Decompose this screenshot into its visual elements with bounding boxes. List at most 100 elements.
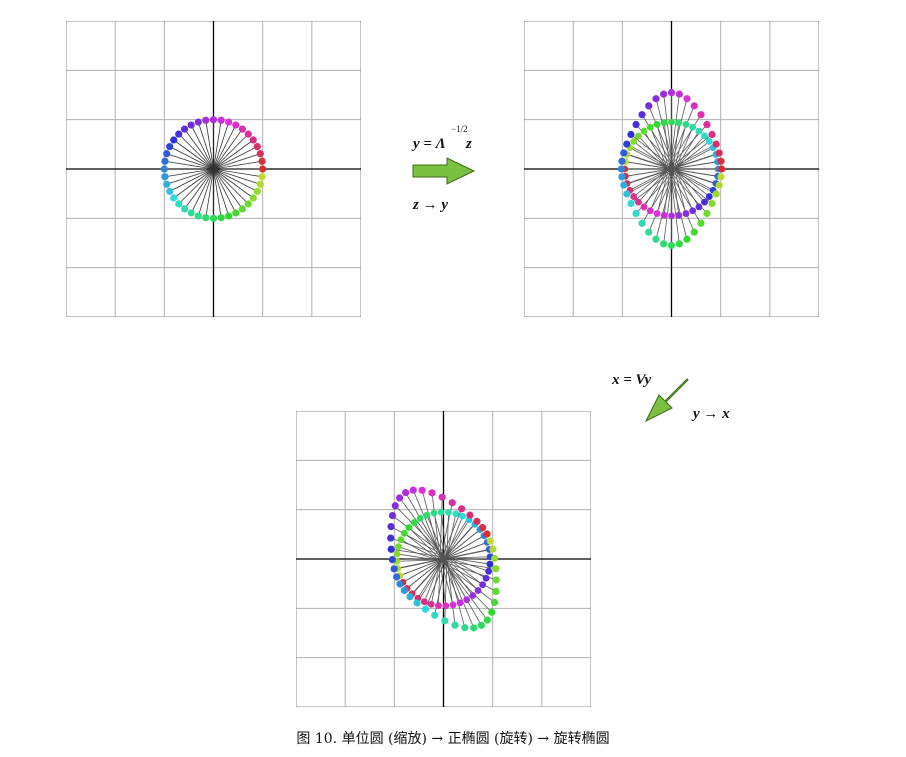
inner-point: [682, 210, 690, 217]
data-point: [448, 499, 456, 507]
data-point: [466, 511, 474, 519]
data-point: [256, 180, 264, 188]
data-point: [652, 235, 660, 243]
data-point: [638, 219, 646, 227]
data-point: [491, 554, 499, 562]
data-point: [202, 214, 210, 222]
inner-point: [452, 510, 460, 518]
inner-point: [635, 198, 642, 206]
inner-point: [689, 123, 697, 131]
inner-point: [660, 119, 668, 127]
data-point: [163, 150, 171, 158]
data-point: [194, 118, 202, 126]
mapping-line: [399, 540, 491, 577]
data-point: [652, 95, 660, 103]
data-point: [708, 130, 716, 139]
data-point: [492, 576, 500, 584]
inner-point: [456, 599, 464, 607]
data-point: [638, 111, 646, 119]
data-point: [181, 125, 189, 133]
data-point: [258, 157, 266, 165]
spoke-line: [213, 121, 230, 170]
data-point: [675, 90, 683, 98]
mapping-z-to-y: z → y: [413, 197, 448, 213]
data-point: [217, 116, 225, 124]
inner-point: [423, 511, 431, 519]
inner-point: [646, 123, 654, 131]
data-point: [409, 486, 417, 494]
inner-point: [445, 509, 452, 516]
data-point: [717, 173, 725, 181]
inner-point: [410, 519, 418, 526]
inner-point: [485, 567, 492, 575]
data-point: [209, 214, 218, 222]
data-point: [170, 194, 178, 202]
data-point: [712, 190, 720, 198]
inner-point: [653, 210, 661, 217]
inner-point: [640, 203, 648, 211]
inner-point: [486, 560, 494, 568]
inner-point: [682, 121, 690, 128]
data-point: [470, 624, 478, 632]
mapping-line: [391, 548, 490, 565]
equation-scale-exponent: −1/2: [451, 124, 468, 134]
data-point: [492, 565, 500, 573]
spoke-line: [197, 168, 214, 217]
inner-point: [482, 574, 490, 582]
spoke-line: [213, 168, 254, 199]
data-point: [202, 116, 210, 124]
mapping-line: [656, 98, 688, 214]
data-point: [703, 120, 711, 129]
data-point: [387, 545, 395, 553]
data-point: [645, 102, 653, 110]
inner-point: [463, 596, 471, 604]
data-point: [175, 200, 183, 208]
data-point: [396, 580, 404, 588]
mapping-line: [394, 505, 479, 591]
data-point: [483, 616, 491, 624]
data-point: [166, 143, 174, 151]
spoke-line: [213, 133, 249, 170]
data-point: [645, 228, 653, 236]
mapping-line: [433, 513, 466, 628]
spoke-line: [213, 168, 230, 217]
data-point: [390, 565, 398, 573]
data-point: [187, 121, 195, 129]
spoke-line: [205, 168, 214, 218]
data-point: [623, 140, 631, 148]
inner-point: [395, 543, 402, 551]
data-point: [479, 523, 487, 532]
inner-point: [675, 211, 683, 219]
spoke-line: [213, 168, 243, 210]
data-point: [249, 136, 257, 144]
data-point: [667, 241, 676, 250]
equation-rotate: x = Vy: [612, 372, 652, 388]
data-point: [620, 149, 628, 157]
spoke-line: [213, 168, 258, 192]
mapping-line: [630, 134, 710, 197]
data-point: [441, 617, 449, 625]
spoke-line: [169, 146, 214, 170]
spoke-line: [184, 168, 214, 210]
data-point: [492, 587, 500, 596]
spoke-line: [197, 121, 214, 170]
inner-point: [695, 127, 703, 135]
inner-point: [469, 592, 477, 599]
data-point: [483, 530, 491, 538]
data-point: [451, 621, 459, 629]
mapping-line: [629, 147, 717, 195]
data-point: [675, 240, 683, 248]
inner-point: [435, 602, 442, 609]
spoke-line: [213, 168, 222, 218]
panel-axis-aligned-ellipse: [524, 21, 819, 317]
data-point: [428, 489, 436, 497]
data-point: [406, 593, 414, 601]
inner-point: [393, 550, 401, 558]
data-point: [717, 157, 725, 165]
data-point: [715, 181, 723, 189]
data-point: [627, 199, 635, 208]
data-point: [477, 621, 485, 629]
data-point: [703, 209, 711, 218]
spoke-line: [184, 128, 214, 170]
